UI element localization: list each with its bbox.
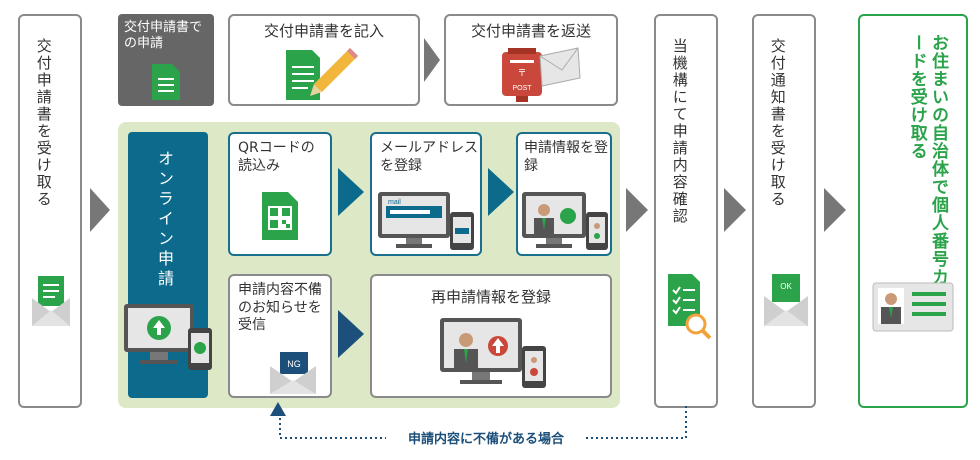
step-qr-read-label: QRコードの読込み [238, 140, 315, 174]
document-icon [152, 64, 180, 100]
arrow-right-icon [338, 168, 364, 216]
checklist-magnifier-icon [668, 274, 712, 340]
step-qr-read: QRコードの読込み [228, 132, 332, 256]
postbox-icon: 〒 POST [502, 47, 581, 102]
paper-application-label: 交付申請書での申請 [118, 14, 214, 106]
arrow-right-icon [824, 188, 846, 232]
id-card-icon [872, 282, 954, 332]
step-receive-form: 交付申請書を受け取る [18, 14, 82, 408]
svg-text:〒: 〒 [517, 68, 526, 78]
step-return-form-label: 交付申請書を返送 [470, 22, 591, 40]
ok-label: OK [780, 282, 792, 291]
ng-label: NG [287, 359, 301, 369]
arrow-right-icon [488, 168, 514, 216]
loop-back-line [270, 402, 687, 439]
step-mail-register: メールアドレスを登録 mail [370, 132, 482, 256]
step-reregister: 再申請情報を登録 [370, 274, 612, 398]
ok-envelope-icon: OK [764, 274, 808, 326]
arrow-right-icon [424, 38, 440, 82]
step-deficiency-notice: 申請内容不備のお知らせを受信 NG [228, 274, 332, 398]
arrow-right-icon [626, 188, 648, 232]
ng-envelope-icon: NG [270, 352, 316, 394]
step-fill-form: 交付申請書を記入 [228, 14, 420, 106]
step-reregister-label: 再申請情報を登録 [430, 288, 551, 306]
step-return-form: 交付申請書を返送 〒 POST [444, 14, 618, 106]
mail-register-screen-icon: mail [378, 192, 474, 250]
step-receive-form-label: 交付申請書を受け取る [34, 38, 53, 208]
reregister-screen-icon [440, 318, 546, 388]
arrow-right-icon [90, 188, 110, 232]
step-info-register: 申請情報を登録 [516, 132, 612, 256]
step-mail-register-label: メールアドレスを登録 [380, 140, 478, 174]
qr-code-icon [262, 192, 298, 240]
online-application-text: オンライン申請 [155, 150, 174, 290]
loop-back-label: 申請内容に不備がある場合 [407, 432, 564, 447]
mail-label: mail [388, 199, 401, 206]
step-final: お住まいの自治体で個人番号カードを受け取る [858, 14, 968, 408]
pencil-document-icon [286, 48, 358, 100]
step-final-label: お住まいの自治体で個人番号カードを受け取る [906, 34, 948, 286]
paper-application-text: 交付申請書での申請 [124, 20, 203, 52]
arrow-right-icon [338, 310, 364, 358]
post-label: POST [512, 85, 532, 92]
step-confirm-label: 当機構にて申請内容確認 [670, 38, 689, 225]
arrow-right-icon [724, 188, 746, 232]
step-confirm: 当機構にて申請内容確認 [654, 14, 718, 408]
monitor-phone-icon [124, 304, 212, 370]
info-register-screen-icon [522, 192, 608, 250]
step-receive-notice-label: 交付通知書を受け取る [768, 38, 787, 208]
step-info-register-label: 申請情報を登録 [524, 140, 608, 174]
step-receive-notice: 交付通知書を受け取る OK [752, 14, 816, 408]
step-fill-form-label: 交付申請書を記入 [263, 22, 384, 40]
envelope-icon [32, 276, 70, 326]
step-deficiency-notice-label: 申請内容不備のお知らせを受信 [238, 282, 322, 333]
